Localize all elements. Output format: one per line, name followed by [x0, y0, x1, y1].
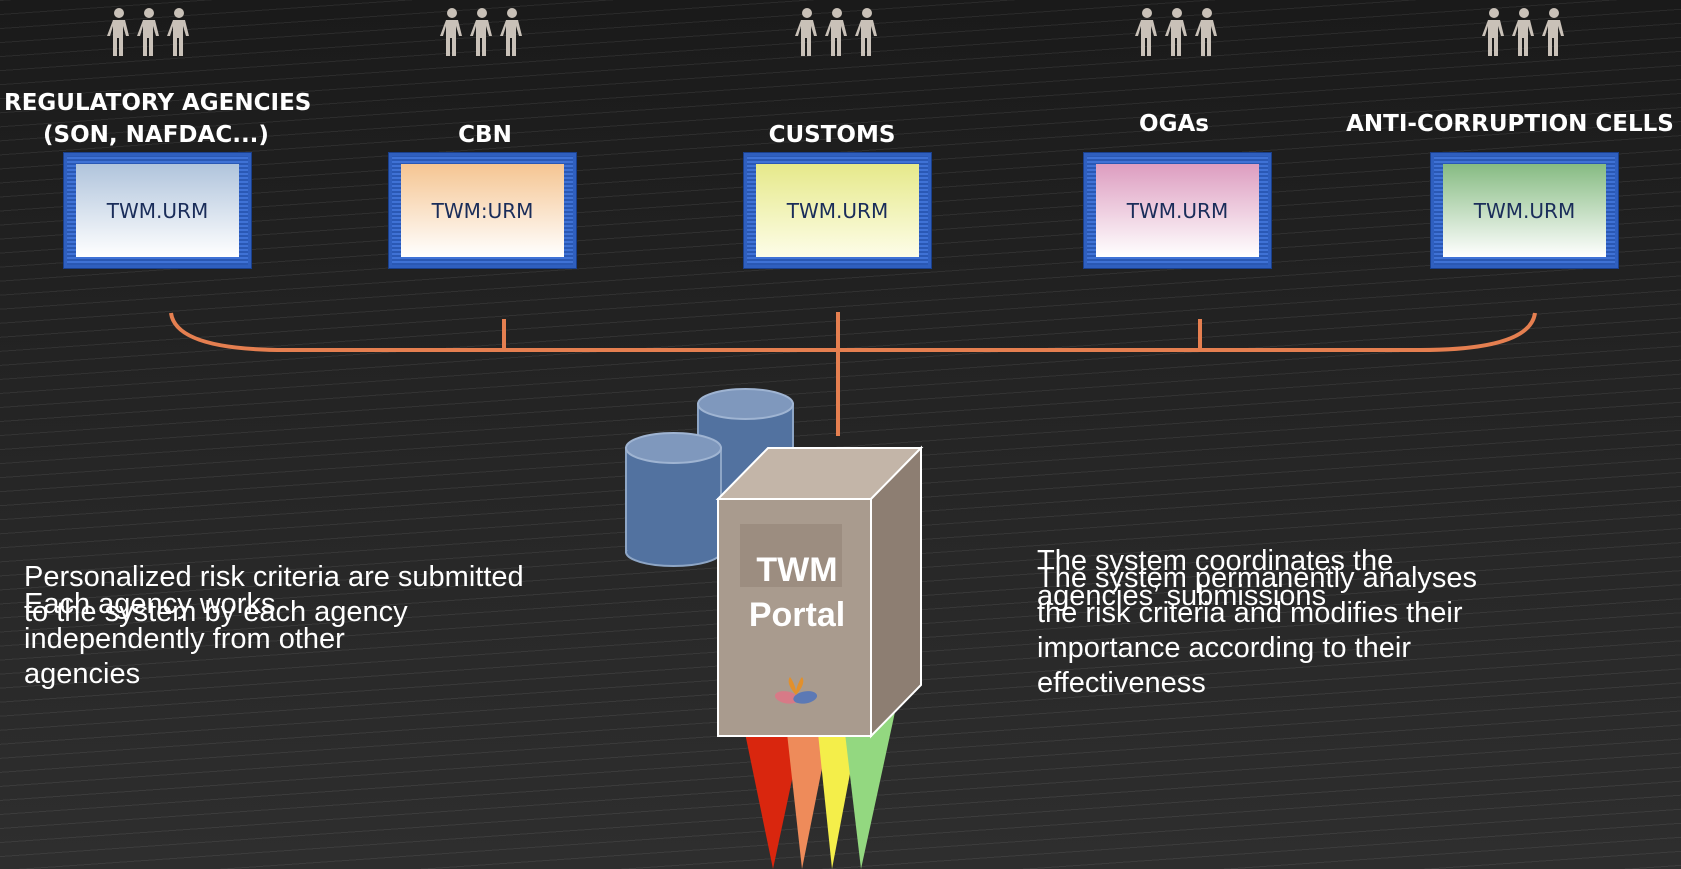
people-group-icon [1482, 8, 1564, 56]
screen-label: TWM.URM [786, 198, 889, 223]
portal-label-line2: Portal [749, 596, 845, 634]
portal-label-line1: TWM [756, 551, 837, 589]
people-group-icon [1135, 8, 1217, 56]
people-group-icon [440, 8, 522, 56]
agency-title-ogas: OGAs [1139, 111, 1209, 137]
beam-red [745, 733, 802, 869]
screen-label: TWM.URM [1126, 198, 1229, 223]
people-group-icon [107, 8, 189, 56]
monitor-screen: TWM:URM [401, 164, 564, 257]
agency-monitor-cbn: TWM:URM [389, 153, 576, 268]
screen-label: TWM:URM [431, 198, 534, 223]
risk-beams [745, 712, 895, 869]
connector-bracket [169, 312, 1537, 436]
screen-label: TWM.URM [106, 198, 209, 223]
monitor-screen: TWM.URM [1096, 164, 1259, 257]
agency-monitor-ogas: TWM.URM [1084, 153, 1271, 268]
beam-orange [787, 733, 829, 869]
screen-label: TWM.URM [1473, 198, 1576, 223]
portal-label-panel [740, 524, 842, 587]
portal-box-top [715, 447, 924, 500]
beam-green [845, 712, 895, 869]
agency-title-anti-corruption: ANTI-CORRUPTION CELLS [1346, 111, 1674, 137]
agency-title-customs: CUSTOMS [768, 122, 896, 148]
portal-box: TWM Portal [715, 445, 924, 739]
right-description-paragraph: The system permanently analyses the risk… [1037, 562, 1478, 699]
beam-yellow [818, 726, 859, 869]
agency-title-regulatory: REGULATORY AGENCIES (SON, NAFDAC...) [4, 87, 312, 151]
people-group-icon [795, 8, 877, 56]
monitor-screen: TWM.URM [76, 164, 239, 257]
agency-monitor-customs: TWM.URM [744, 153, 931, 268]
left-description-paragraph: Each agency works independently from oth… [24, 588, 345, 690]
flower-logo-icon [774, 677, 818, 704]
monitor-screen: TWM.URM [756, 164, 919, 257]
agency-title-line2: (SON, NAFDAC...) [43, 122, 269, 148]
agency-monitor-anti-corruption: TWM.URM [1431, 153, 1618, 268]
portal-box-front [717, 498, 872, 737]
agency-title-line1: REGULATORY AGENCIES [4, 90, 312, 116]
database-icon [625, 432, 722, 567]
database-icon [697, 388, 794, 527]
agency-title-cbn: CBN [458, 122, 512, 148]
agency-monitor-regulatory: TWM.URM [64, 153, 251, 268]
left-description-paragraph: Personalized risk criteria are submitted… [24, 561, 524, 628]
right-description-paragraph: The system coordinates the agencies’ sub… [1037, 545, 1394, 612]
portal-box-side [870, 445, 922, 739]
monitor-screen: TWM.URM [1443, 164, 1606, 257]
